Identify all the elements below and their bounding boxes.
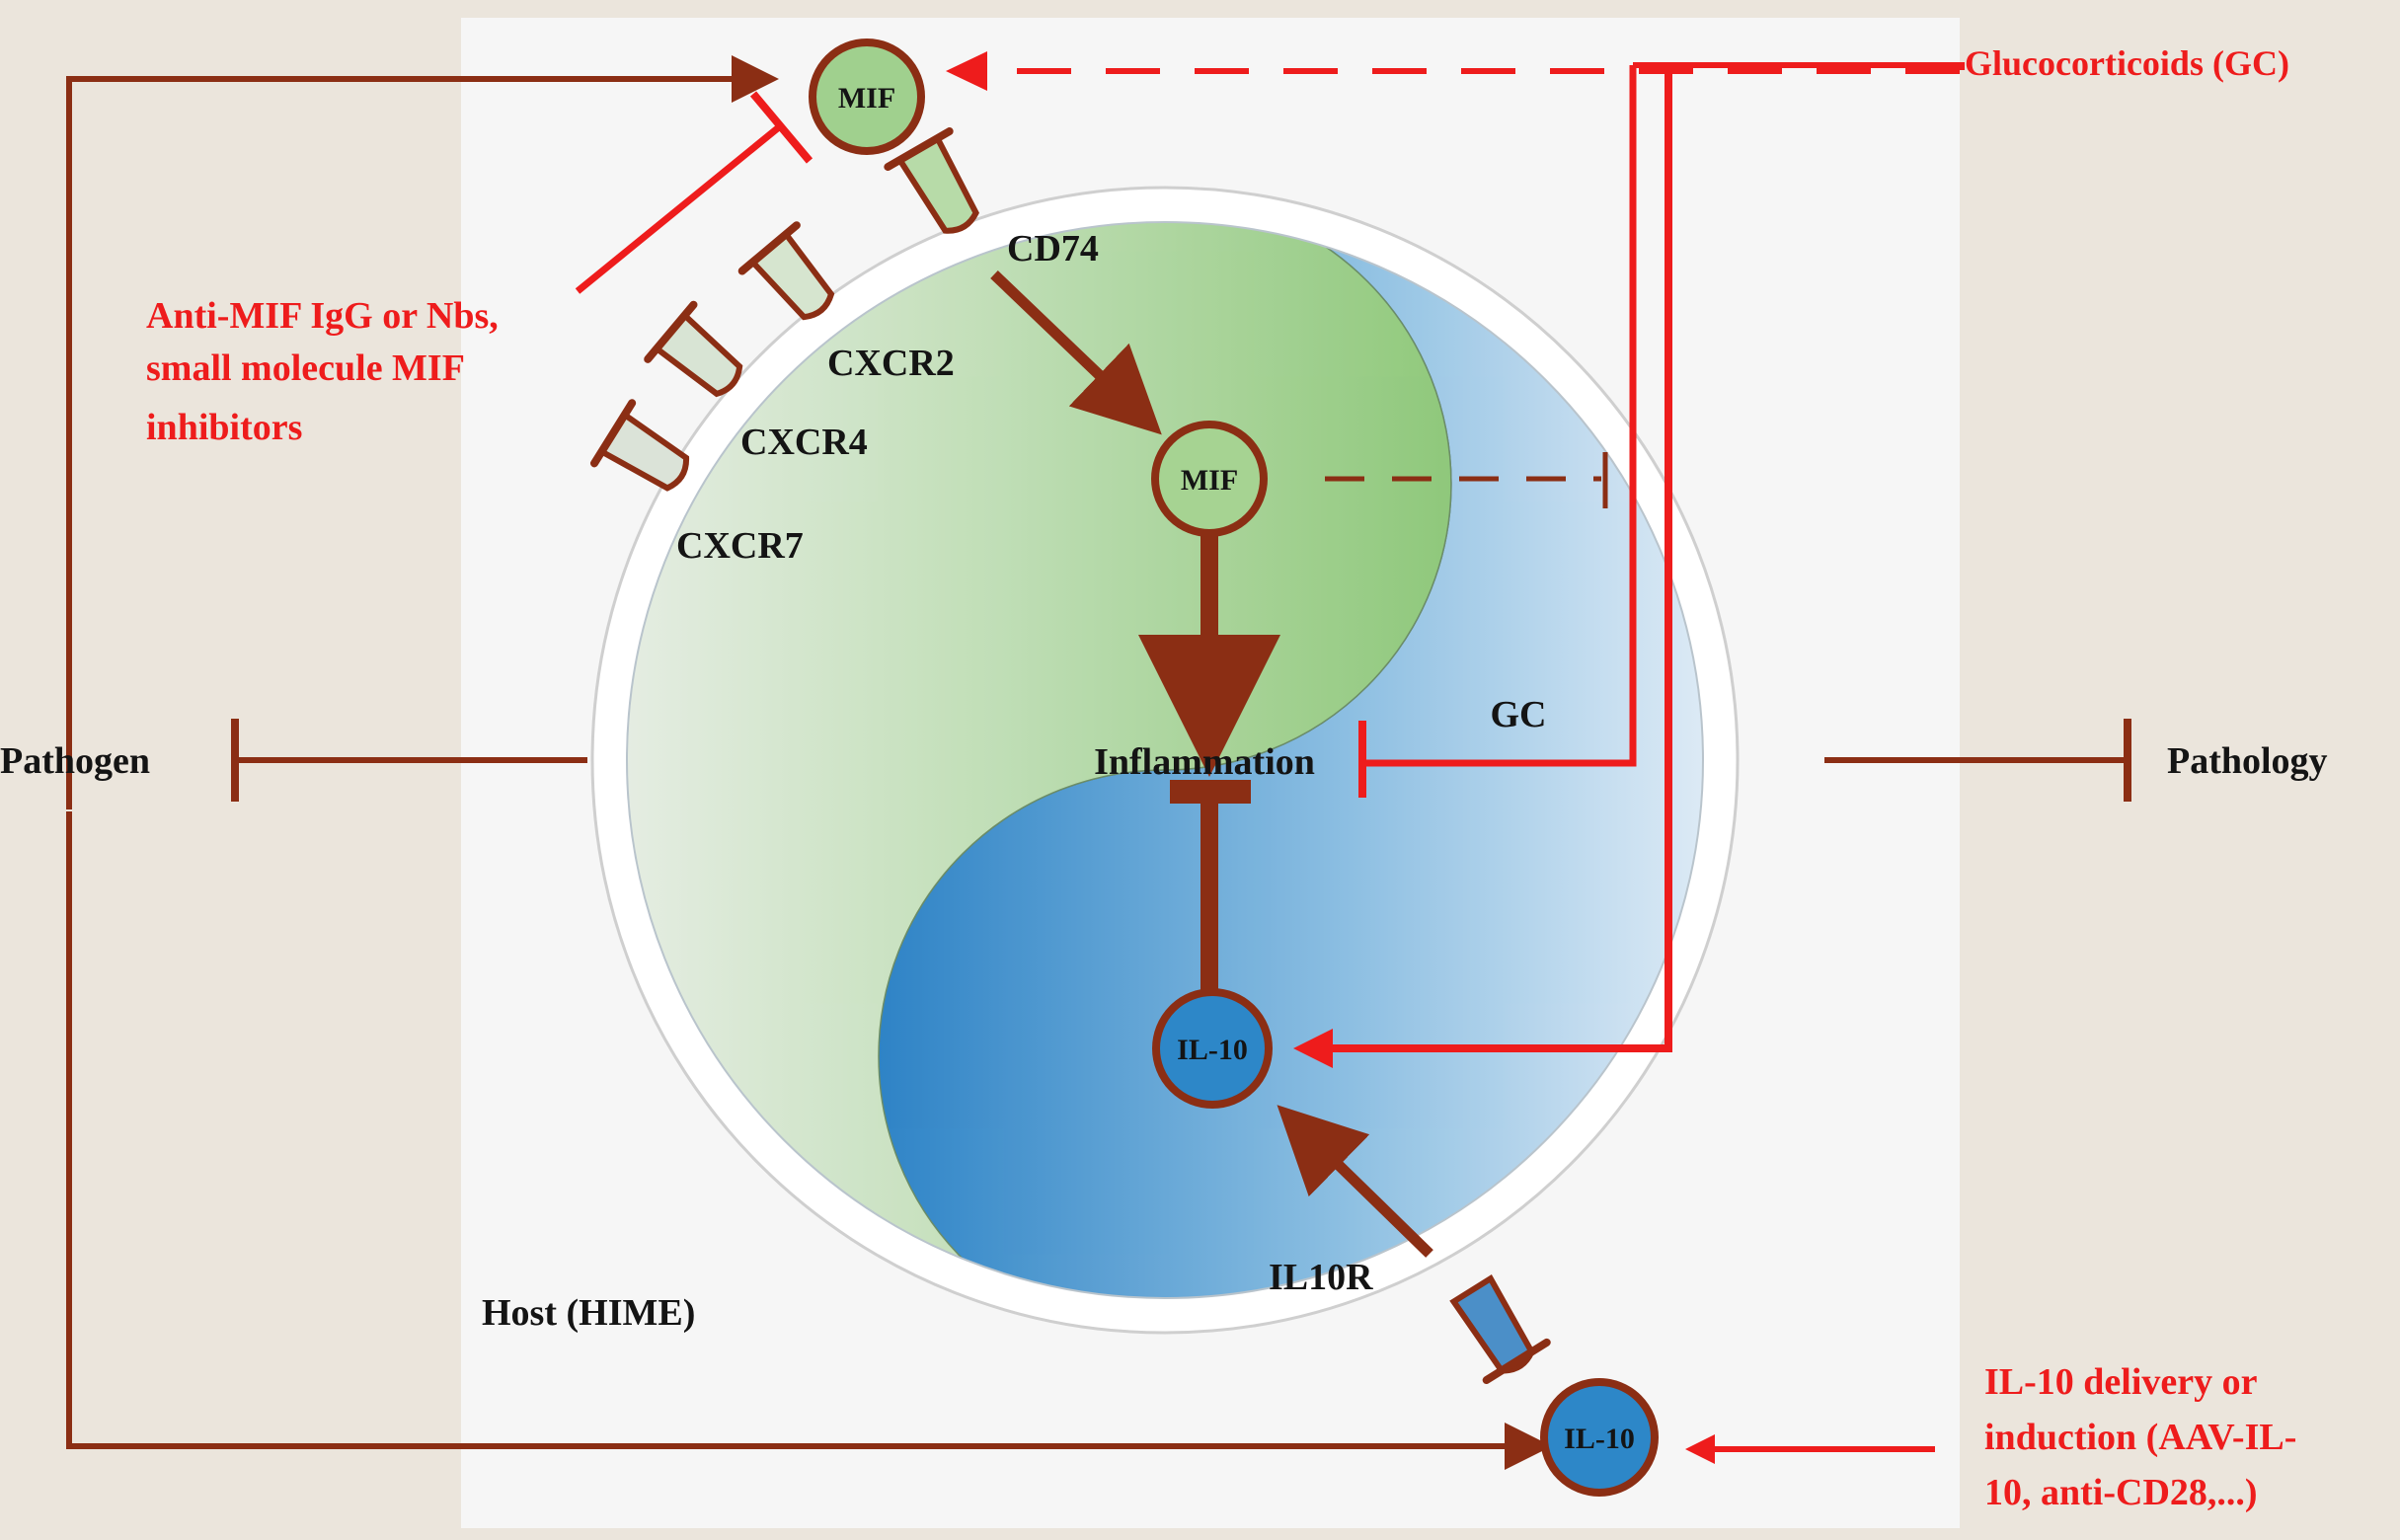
inflammation-label: Inflammation [1094, 741, 1315, 783]
il10-delivery-label: IL-10 delivery or induction (AAV-IL- 10,… [1984, 1361, 2306, 1513]
mif-outer-label: MIF [838, 82, 895, 115]
il10r-label: IL10R [1269, 1257, 1373, 1298]
il10-outer-label: IL-10 [1564, 1423, 1635, 1455]
host-cell-border [626, 221, 1704, 1299]
il10-delivery-line-2: induction (AAV-IL- [1984, 1417, 2296, 1458]
anti-mif-label: Anti-MIF IgG or Nbs, small molecule MIF … [146, 295, 507, 448]
receptor-cxcr4 [644, 300, 743, 398]
mif-inner-label: MIF [1181, 464, 1238, 497]
anti-mif-inhibit-bar [749, 91, 813, 164]
host-label: Host (HIME) [482, 1292, 695, 1334]
anti-mif-line-2: small molecule MIF [146, 347, 464, 389]
cd74-to-mif-arrow [990, 270, 1162, 435]
gc-label: GC [1491, 694, 1547, 735]
anti-mif-line-3: inhibitors [146, 407, 302, 448]
il10-inner-node [1152, 988, 1273, 1109]
il10-delivery-line-1: IL-10 delivery or [1984, 1361, 2258, 1403]
mif-outer-node [809, 38, 925, 155]
gc-to-il10-line [1293, 65, 1672, 1068]
receptor-cxcr2 [737, 221, 835, 321]
receptor-cxcr7 [590, 399, 690, 492]
anti-mif-line-1: Anti-MIF IgG or Nbs, [146, 295, 499, 337]
mif-inner-node [1151, 421, 1268, 537]
glucocorticoids-label: Glucocorticoids (GC) [1965, 43, 2289, 83]
il10r-to-il10-arrow [1277, 1105, 1433, 1258]
il10-outer-node [1540, 1378, 1659, 1497]
pathogen-to-mif-line [66, 55, 779, 809]
il10-inner-label: IL-10 [1177, 1034, 1248, 1066]
pathogen-to-il10-line [66, 811, 1552, 1470]
gc-to-inflammation-line [1362, 65, 1637, 767]
il10-delivery-line-3: 10, anti-CD28,...) [1984, 1472, 2258, 1513]
cxcr7-label: CXCR7 [676, 525, 804, 567]
pathogen-label: Pathogen [0, 740, 150, 782]
gc-dashed-arrowhead [946, 51, 987, 91]
cxcr2-label: CXCR2 [827, 343, 955, 384]
cxcr4-label: CXCR4 [740, 422, 868, 463]
anti-mif-inhibit-line [575, 123, 783, 294]
receptor-cd74 [884, 127, 979, 234]
pathology-label: Pathology [2167, 740, 2328, 782]
receptor-il10r [1449, 1273, 1551, 1384]
cd74-label: CD74 [1007, 228, 1099, 270]
